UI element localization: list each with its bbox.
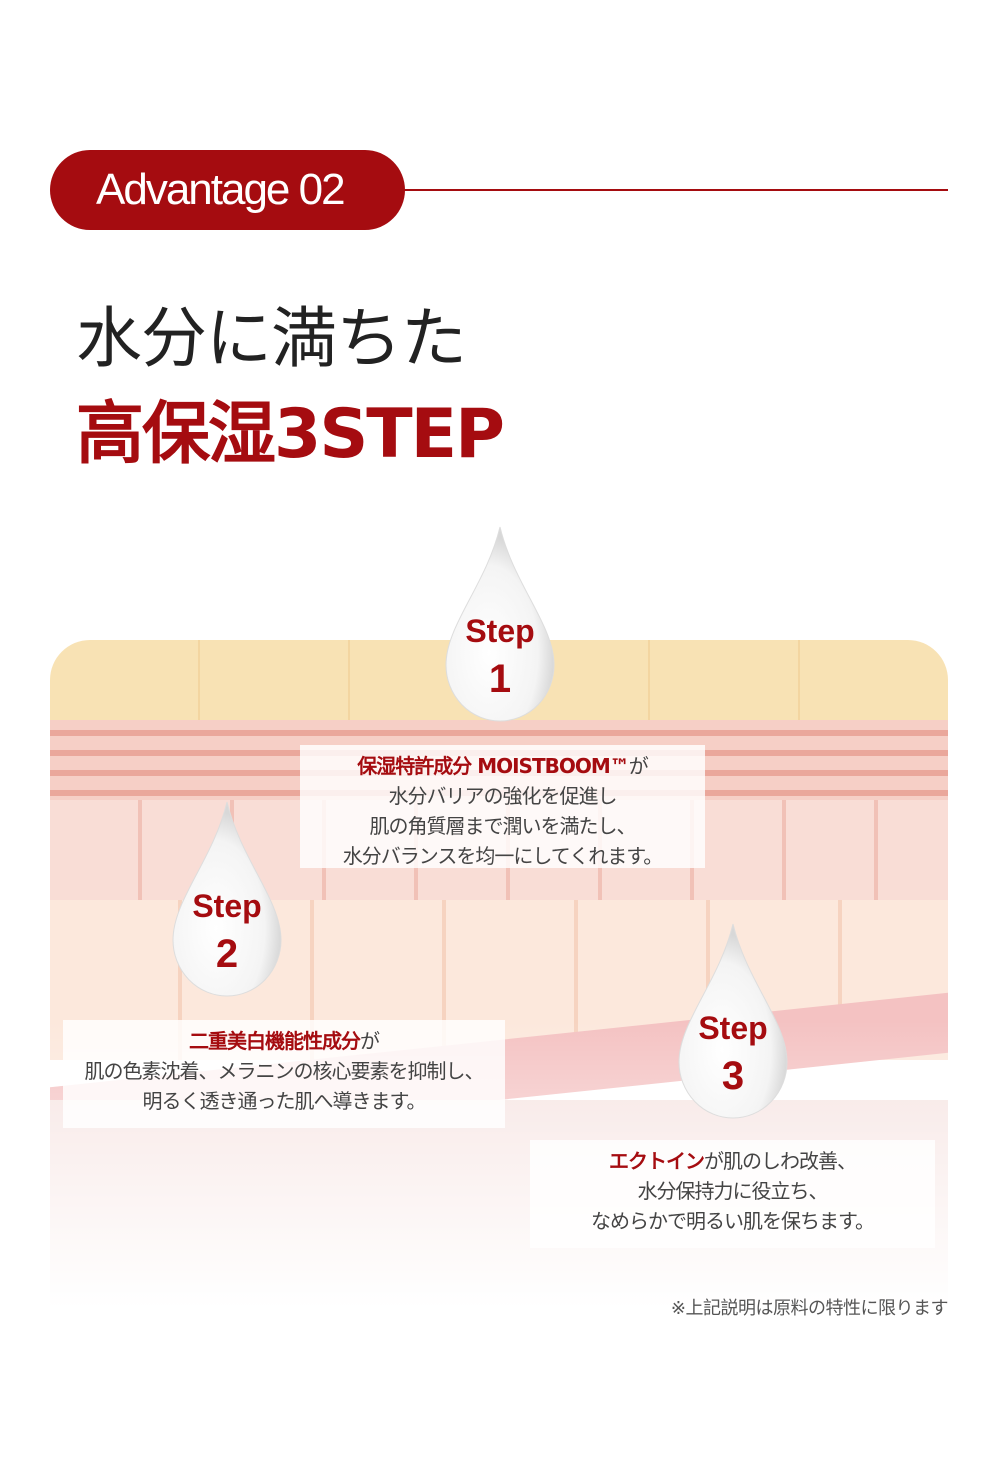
water-drop-icon: [678, 923, 788, 1119]
step3-description: エクトインが肌のしわ改善、 水分保持力に役立ち、なめらかで明るい肌を保ちます。: [530, 1140, 935, 1248]
step1-description: 保湿特許成分 MOISTBOOM™が 水分バリアの強化を促進し肌の角質層まで潤い…: [300, 745, 705, 868]
divider-line: [400, 189, 948, 191]
headline-line2: 高保湿3STEP: [76, 395, 505, 474]
advantage-badge: Advantage 02: [50, 150, 405, 230]
step2-description: 二重美白機能性成分が 肌の色素沈着、メラニンの核心要素を抑制し、明るく透き通った…: [63, 1020, 505, 1128]
water-drop-icon: [172, 801, 282, 997]
disclaimer-note: ※上記説明は原料の特性に限ります: [670, 1298, 949, 1319]
water-drop-icon: [445, 526, 555, 722]
headline-line1: 水分に満ちた: [76, 300, 467, 377]
